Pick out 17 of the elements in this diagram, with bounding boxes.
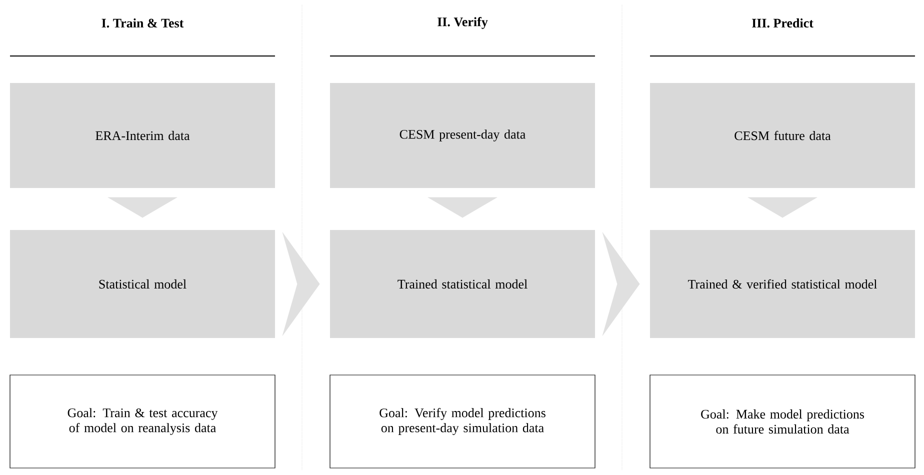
- down-arrow: [428, 197, 498, 218]
- process-box: CESM future data: [650, 83, 915, 188]
- column-heading: II. Verify: [438, 17, 488, 29]
- process-box: Trained & verified statistical model: [650, 230, 915, 338]
- down-arrow: [108, 197, 178, 218]
- down-arrow: [748, 197, 818, 218]
- process-box: ERA-Interim data: [10, 83, 275, 188]
- column-heading: I. Train & Test: [102, 18, 184, 28]
- process-box: Statistical model: [10, 230, 275, 338]
- column-heading: III. Predict: [752, 18, 814, 28]
- process-box: Trained statistical model: [330, 230, 595, 338]
- process-box: CESM present-day data: [330, 83, 595, 188]
- chevron-arrow: [282, 232, 320, 336]
- goal-box: Goal: Verify model predictions on present-day simulation data: [330, 374, 596, 468]
- goal-box: Goal: Train & test accuracy of model on reanalysis data: [10, 374, 276, 468]
- goal-box: Goal: Make model predictions on future simulation data: [650, 374, 916, 468]
- chevron-arrow: [602, 232, 640, 336]
